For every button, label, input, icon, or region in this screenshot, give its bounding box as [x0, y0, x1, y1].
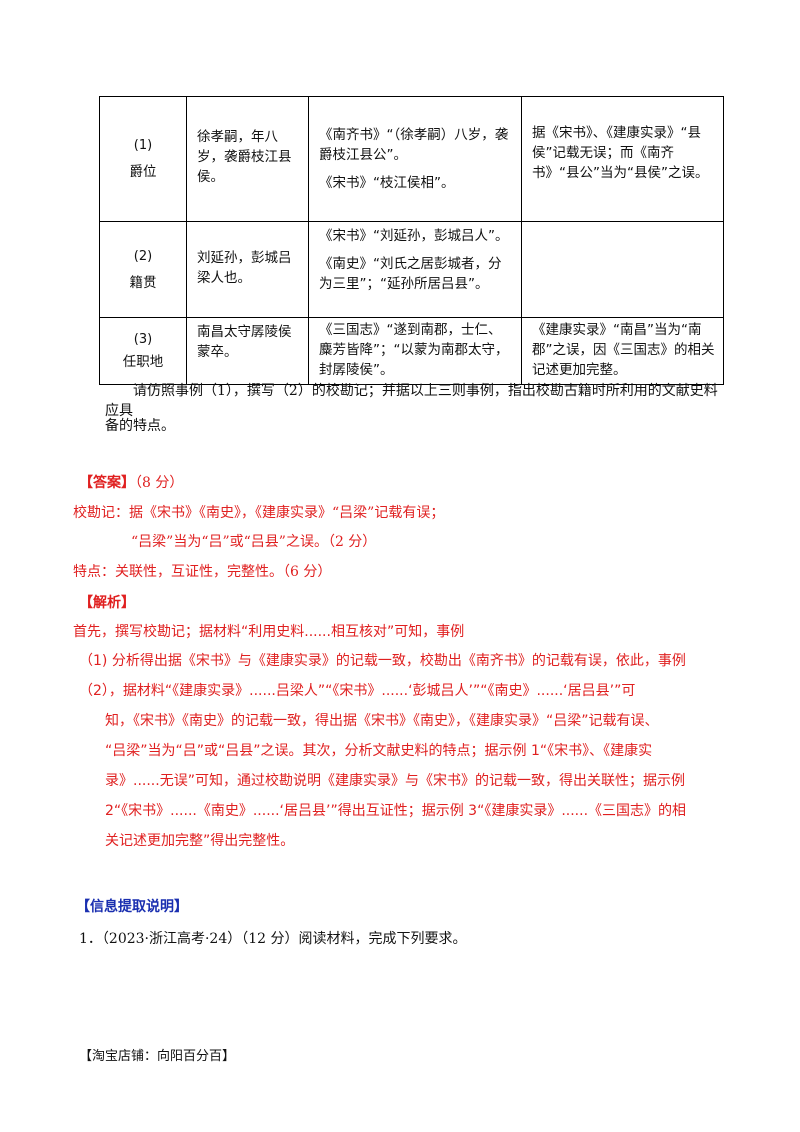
source-text: 《宋书》“刘延孙，彭城吕人”。 [319, 228, 509, 244]
row-label: (2) 籍贯 [99, 221, 187, 318]
analysis-title: 【解析】 [79, 595, 135, 611]
analysis-line: “吕梁”当为“吕”或“吕县”之误。其次，分析文献史料的特点；据示例 1“《宋书》… [105, 743, 653, 759]
original-text: 南昌太守孱陵侯蒙卒。 [197, 324, 292, 360]
sources-cell: 《宋书》“刘延孙，彭城吕人”。 《南史》“刘氏之居彭城者，分为三里”；“延孙所居… [308, 221, 522, 318]
table-row: (2) 籍贯 刘延孙，彭城吕梁人也。 《宋书》“刘延孙，彭城吕人”。 《南史》“… [99, 221, 724, 318]
analysis-line: 2“《宋书》......《南史》......‘居吕县’”得出互证性；据示例 3“… [105, 803, 687, 819]
answer-title: 【答案】 [79, 475, 135, 491]
row-label: (3) 任职地 [99, 317, 187, 385]
table-row: (3) 任职地 南昌太守孱陵侯蒙卒。 《三国志》“遂到南郡，士仁、麋芳皆降”；“… [99, 317, 724, 385]
table-row: (1) 爵位 徐孝嗣，年八岁，袭爵枝江县侯。 《南齐书》“（徐孝嗣）八岁，袭爵枝… [99, 96, 724, 222]
row-category: 爵位 [129, 164, 157, 180]
collation-note-cell: 《建康实录》“南昌”当为“南郡”之误，因《三国志》的相关记述更加完整。 [521, 317, 724, 385]
original-text-cell: 徐孝嗣，年八岁，袭爵枝江县侯。 [186, 96, 309, 222]
analysis-line: （2），据材料“《建康实录》......吕梁人”“《宋书》......‘彭城吕人… [79, 683, 636, 699]
collation-table: (1) 爵位 徐孝嗣，年八岁，袭爵枝江县侯。 《南齐书》“（徐孝嗣）八岁，袭爵枝… [99, 96, 724, 385]
analysis-line: 关记述更加完整”得出完整性。 [105, 833, 295, 849]
source-text: 《南史》“刘氏之居彭城者，分为三里”；“延孙所居吕县”。 [319, 256, 502, 292]
original-text-cell: 刘延孙，彭城吕梁人也。 [186, 221, 309, 318]
question-line: 备的特点。 [105, 418, 175, 434]
answer-heading: 【答案】（8 分） [79, 473, 699, 493]
analysis-line: 录》......无误”可知，通过校勘说明《建康实录》与《宋书》的记载一致，得出关… [105, 773, 685, 789]
row-index: (1) [133, 138, 153, 153]
sources-cell: 《三国志》“遂到南郡，士仁、麋芳皆降”；“以蒙为南郡太守，封孱陵侯”。 [308, 317, 522, 385]
answer-line: 校勘记：据《宋书》《南史》，《建康实录》“吕梁”记载有误； [73, 505, 445, 521]
source-text: 《三国志》“遂到南郡，士仁、麋芳皆降”；“以蒙为南郡太守，封孱陵侯”。 [319, 322, 509, 378]
source-text: 《南齐书》“（徐孝嗣）八岁，袭爵枝江县公”。 [319, 127, 509, 163]
original-text: 刘延孙，彭城吕梁人也。 [197, 250, 292, 286]
original-text: 徐孝嗣，年八岁，袭爵枝江县侯。 [197, 129, 292, 185]
row-category: 任职地 [122, 354, 164, 370]
original-text-cell: 南昌太守孱陵侯蒙卒。 [186, 317, 309, 385]
footer-shop: 【淘宝店铺：向阳百分百】 [79, 1049, 236, 1064]
next-question: 1．（2023·浙江高考·24）（12 分）阅读材料，完成下列要求。 [79, 931, 467, 947]
collation-note: 据《宋书》、《建康实录》“县侯”记载无误；而《南齐书》“县公”当为“县侯”之误。 [532, 125, 709, 181]
sources-cell: 《南齐书》“（徐孝嗣）八岁，袭爵枝江县公”。 《宋书》“枝江侯相”。 [308, 96, 522, 222]
answer-score: （8 分） [135, 475, 184, 491]
collation-note: 《建康实录》“南昌”当为“南郡”之误，因《三国志》的相关记述更加完整。 [532, 322, 715, 378]
analysis-line: （1) 分析得出据《宋书》与《建康实录》的记载一致，校勘出《南齐书》的记载有误，… [79, 653, 686, 669]
question-line: 请仿照事例（1），撰写（2）的校勘记；并据以上三则事例，指出校勘古籍时所利用的文… [105, 383, 718, 419]
answer-line: 特点：关联性，互证性，完整性。（6 分） [73, 564, 332, 580]
collation-note-cell [521, 221, 724, 318]
row-index: (2) [133, 248, 153, 264]
info-title: 【信息提取说明】 [76, 899, 188, 915]
analysis-line: 首先，撰写校勘记；据材料“利用史料......相互核对”可知，事例 [73, 624, 465, 640]
source-text: 《宋书》“枝江侯相”。 [319, 175, 455, 191]
answer-line: “吕梁”当为“吕”或“吕县”之误。（2 分） [131, 534, 377, 550]
analysis-line: 知，《宋书》《南史》的记载一致，得出据《宋书》《南史》，《建康实录》“吕梁”记载… [105, 713, 659, 729]
row-category: 籍贯 [129, 274, 157, 291]
collation-note-cell: 据《宋书》、《建康实录》“县侯”记载无误；而《南齐书》“县公”当为“县侯”之误。 [521, 96, 724, 222]
row-index: (3) [133, 332, 153, 347]
row-label: (1) 爵位 [99, 96, 187, 222]
